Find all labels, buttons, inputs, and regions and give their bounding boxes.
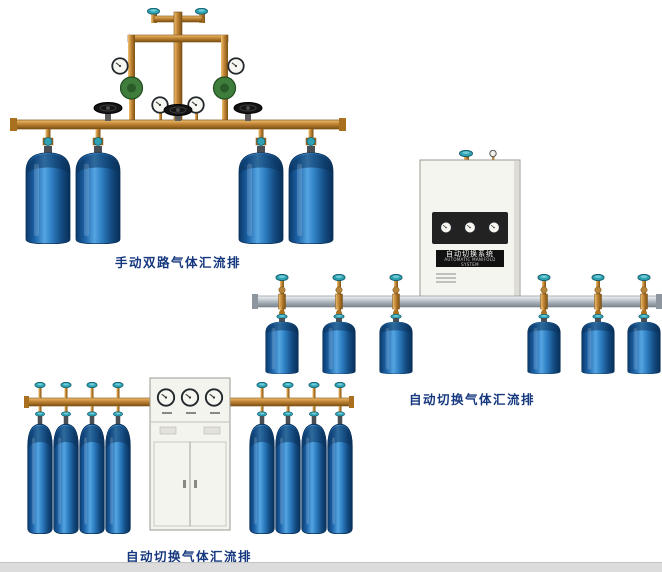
- cylinder-connector: [305, 129, 317, 146]
- manual-manifold-illustration: [10, 8, 346, 244]
- cylinder-connector: [92, 129, 104, 146]
- pressure-gauge-icon: [204, 388, 224, 407]
- pressure-gauge-icon: [463, 221, 477, 234]
- riser-valve: [591, 274, 605, 296]
- teal-knob-icon: [459, 150, 473, 157]
- gas-cylinder: [379, 318, 413, 374]
- teal-knob-icon: [147, 8, 160, 15]
- gas-cylinder: [105, 416, 131, 534]
- teal-knob-icon: [309, 411, 319, 417]
- cylinder-connector: [255, 129, 267, 146]
- gas-cylinder: [627, 318, 661, 374]
- riser-valve: [334, 382, 346, 398]
- cabinet-label-en: AUTOMATIC MANIFOLD SYSTEM: [444, 257, 496, 267]
- teal-knob-icon: [195, 8, 208, 15]
- gas-cylinder: [322, 318, 356, 374]
- pipe-coupler: [392, 293, 400, 310]
- riser-valve: [256, 382, 268, 398]
- gauge-stem: [195, 112, 198, 121]
- cabinet-label: 自动切换系统 AUTOMATIC MANIFOLD SYSTEM: [436, 250, 504, 267]
- product-caption: 手动双路气体汇流排: [114, 255, 241, 270]
- control-cabinet: [149, 377, 231, 531]
- gas-cylinder: [265, 318, 299, 374]
- teal-knob-icon: [35, 411, 45, 417]
- pressure-gauge-icon: [156, 388, 176, 407]
- valve-handwheel-icon: [233, 102, 263, 121]
- riser-valve: [112, 382, 124, 398]
- pipe-coupler: [640, 293, 648, 310]
- riser-valve: [34, 382, 46, 398]
- gas-cylinder: [249, 416, 275, 534]
- teal-knob-icon: [257, 411, 267, 417]
- auto-manifold-illustration: [252, 150, 662, 374]
- riser-valve: [332, 274, 346, 296]
- pipe-coupler: [540, 293, 548, 310]
- teal-knob-icon: [335, 411, 345, 417]
- gas-cylinder: [275, 416, 301, 534]
- pipe-coupler: [594, 293, 602, 310]
- branch-pipes: [127, 34, 229, 122]
- cylinder-connector: [260, 406, 342, 415]
- riser-valve: [275, 274, 289, 296]
- gas-cylinder: [75, 146, 121, 244]
- riser-valve: [389, 274, 403, 296]
- riser-valve: [282, 382, 294, 398]
- regulator-icon: [119, 76, 144, 100]
- manifold-main-pipe: [252, 294, 662, 309]
- door-handle: [183, 480, 186, 488]
- product-caption: 自动切换气体汇流排: [125, 549, 252, 564]
- gas-cylinder: [53, 416, 79, 534]
- riser-valve: [637, 274, 651, 296]
- pressure-gauge-icon: [227, 57, 245, 75]
- bottom-divider: [0, 562, 662, 572]
- pressure-gauge-icon: [439, 221, 453, 234]
- door-handle: [194, 480, 197, 488]
- pressure-gauge-icon: [111, 57, 129, 75]
- product-figure-auto-manifold-2: 自动切换气体汇流排: [24, 372, 354, 565]
- cabinet-label-strip: [436, 250, 504, 267]
- gauge-stem: [159, 112, 162, 121]
- auto-manifold-cabinet-illustration: [24, 377, 354, 534]
- cylinder-connector: [42, 129, 54, 146]
- gas-cylinder: [27, 416, 53, 534]
- riser-valve: [60, 382, 72, 398]
- pipe-coupler: [335, 293, 343, 310]
- control-cabinet: [419, 150, 521, 299]
- product-figure-manual-dual-manifold: 手动双路气体汇流排: [8, 8, 348, 271]
- teal-knob-icon: [283, 411, 293, 417]
- pressure-gauge-icon: [180, 388, 200, 407]
- cabinet-label-cn: 自动切换系统: [446, 250, 494, 258]
- valve-handwheel-icon: [163, 104, 193, 121]
- valve-handwheel-icon: [93, 102, 123, 121]
- product-figure-auto-manifold-1: 自动切换系统 AUTOMATIC MANIFOLD SYSTEM 自动切换气体汇…: [252, 150, 662, 408]
- gas-cylinder: [79, 416, 105, 534]
- gas-cylinder: [581, 318, 615, 374]
- gas-cylinder: [301, 416, 327, 534]
- regulator-icon: [212, 76, 237, 100]
- teal-knob-icon: [87, 411, 97, 417]
- riser-valve: [86, 382, 98, 398]
- gas-cylinder: [327, 416, 353, 534]
- riser-valve: [537, 274, 551, 296]
- riser-valve: [308, 382, 320, 398]
- pressure-gauge-icon: [487, 221, 501, 234]
- pressure-gauge-icon: [489, 150, 497, 158]
- cylinder-connector: [38, 406, 120, 415]
- teal-knob-icon: [113, 411, 123, 417]
- teal-knob-icon: [61, 411, 71, 417]
- pipe-coupler: [278, 293, 286, 310]
- product-caption: 自动切换气体汇流排: [408, 392, 535, 407]
- gas-cylinder: [527, 318, 561, 374]
- gas-cylinder: [25, 146, 71, 244]
